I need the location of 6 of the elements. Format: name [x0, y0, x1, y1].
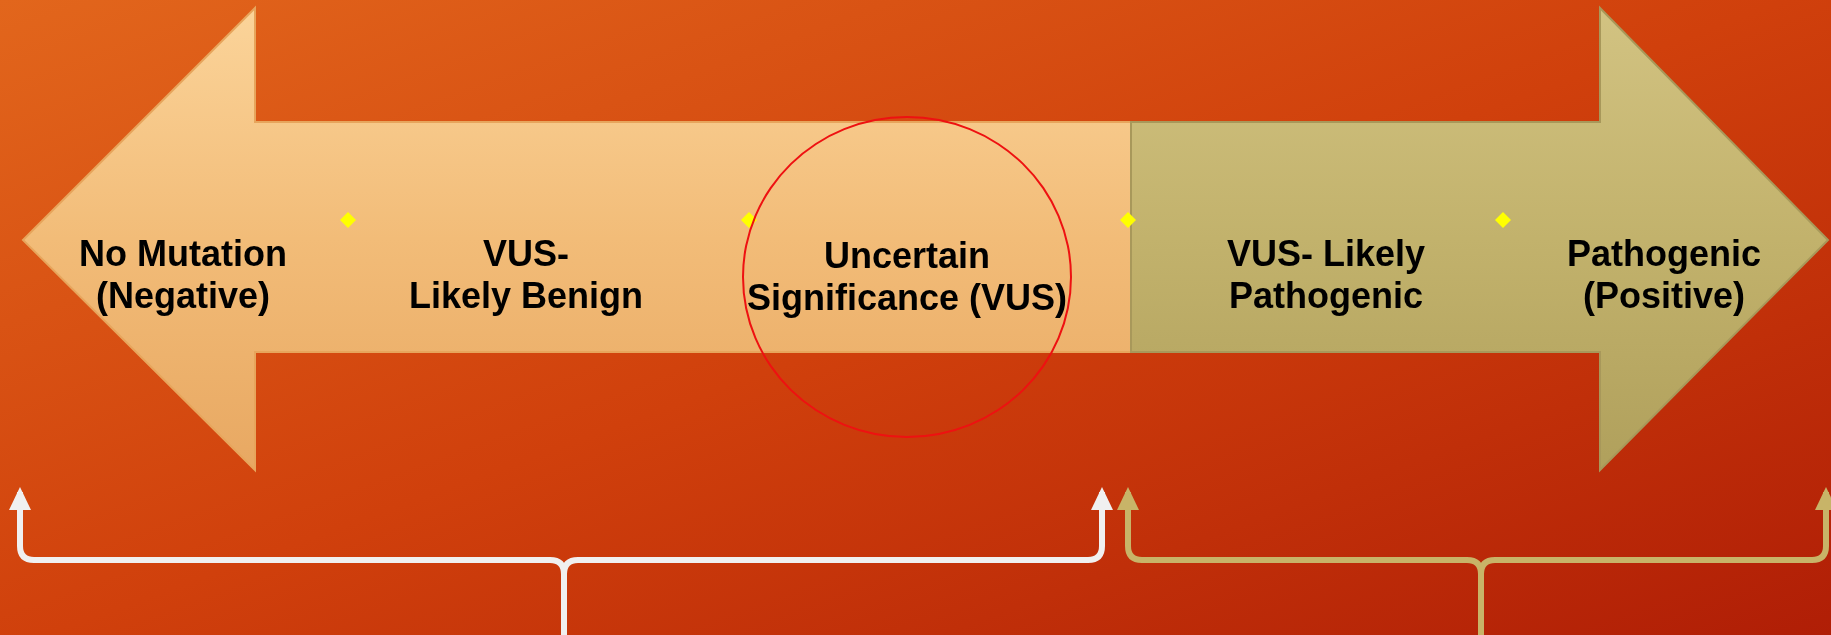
category-label: VUS- Likely Pathogenic: [1226, 233, 1426, 317]
category-label: Uncertain Significance (VUS): [746, 235, 1068, 319]
category-label: VUS- Likely Benign: [408, 233, 644, 317]
category-label: No Mutation (Negative): [79, 233, 287, 317]
category-label: Pathogenic (Positive): [1567, 233, 1761, 317]
highlight-circle: [742, 116, 1072, 438]
